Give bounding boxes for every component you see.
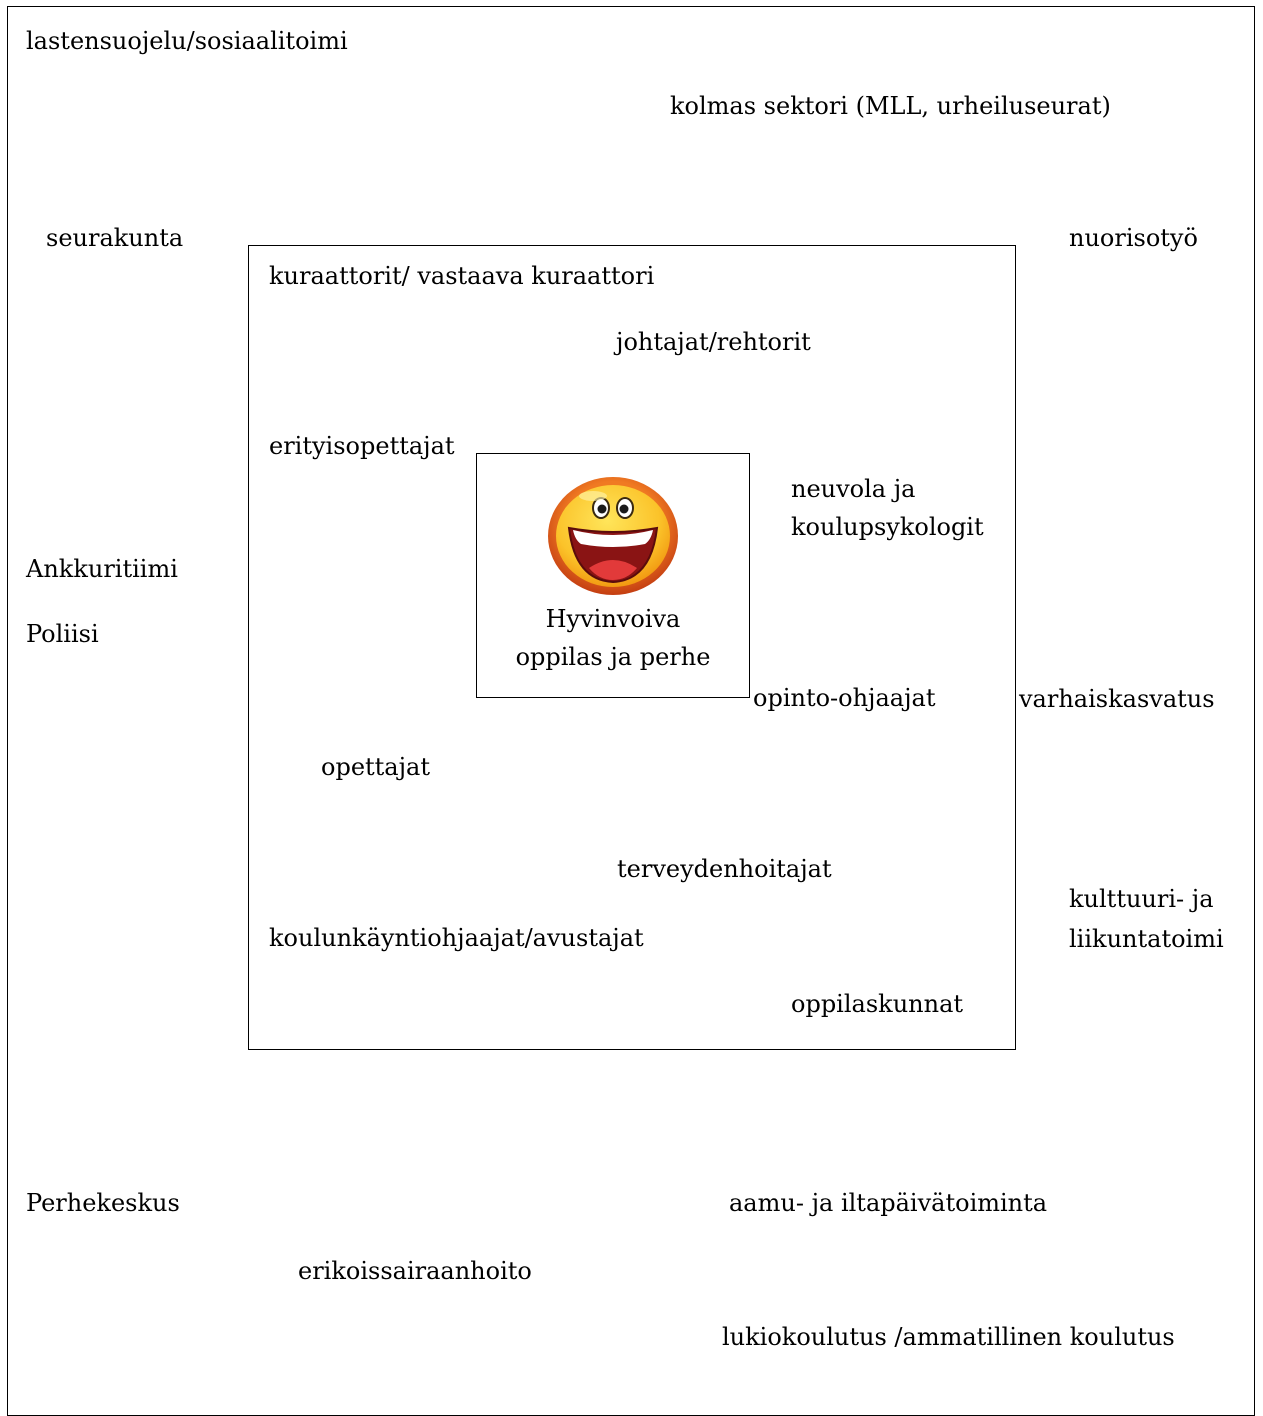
label-erikoissairaanhoito: erikoissairaanhoito xyxy=(298,1257,532,1285)
label-varhaiskasvatus: varhaiskasvatus xyxy=(1019,685,1215,713)
label-lukiokoulutus: lukiokoulutus /ammatillinen koulutus xyxy=(722,1323,1175,1351)
label-aamu-iltapaiva: aamu- ja iltapäivätoiminta xyxy=(729,1189,1048,1217)
label-oppilaskunnat: oppilaskunnat xyxy=(791,990,964,1018)
label-ankkuritiimi: Ankkuritiimi xyxy=(26,555,178,583)
label-koulunkayntiohjaajat: koulunkäyntiohjaajat/avustajat xyxy=(269,924,644,952)
label-neuvola-line1: neuvola ja xyxy=(791,475,916,503)
label-kulttuuri-line1: kulttuuri- ja xyxy=(1069,885,1214,913)
label-opinto-ohjaajat: opinto-ohjaajat xyxy=(753,684,936,712)
label-kolmas-sektori: kolmas sektori (MLL, urheiluseurat) xyxy=(670,92,1111,120)
center-line1: Hyvinvoiva xyxy=(545,605,681,633)
center-line2: oppilas ja perhe xyxy=(515,643,711,671)
smiley-teeth xyxy=(573,530,653,547)
label-nuorisotyo: nuorisotyö xyxy=(1069,224,1198,252)
smiley-tongue xyxy=(589,560,637,580)
label-poliisi: Poliisi xyxy=(26,620,99,648)
label-johtajat: johtajat/rehtorit xyxy=(616,328,811,356)
school-frame xyxy=(248,245,1016,1050)
label-kulttuuri-line2: liikuntatoimi xyxy=(1069,925,1224,953)
label-seurakunta: seurakunta xyxy=(46,224,184,252)
label-neuvola-line2: koulupsykologit xyxy=(791,513,984,541)
label-lastensuojelu: lastensuojelu/sosiaalitoimi xyxy=(26,27,348,55)
label-erityisopettajat: erityisopettajat xyxy=(269,432,455,460)
label-kuraattorit: kuraattorit/ vastaava kuraattori xyxy=(269,262,655,290)
center-caption: Hyvinvoiva oppilas ja perhe xyxy=(476,600,750,676)
laughing-smiley-icon xyxy=(548,477,678,595)
label-opettajat: opettajat xyxy=(321,753,431,781)
label-perhekeskus: Perhekeskus xyxy=(26,1189,180,1217)
label-terveydenhoitajat: terveydenhoitajat xyxy=(617,855,832,883)
